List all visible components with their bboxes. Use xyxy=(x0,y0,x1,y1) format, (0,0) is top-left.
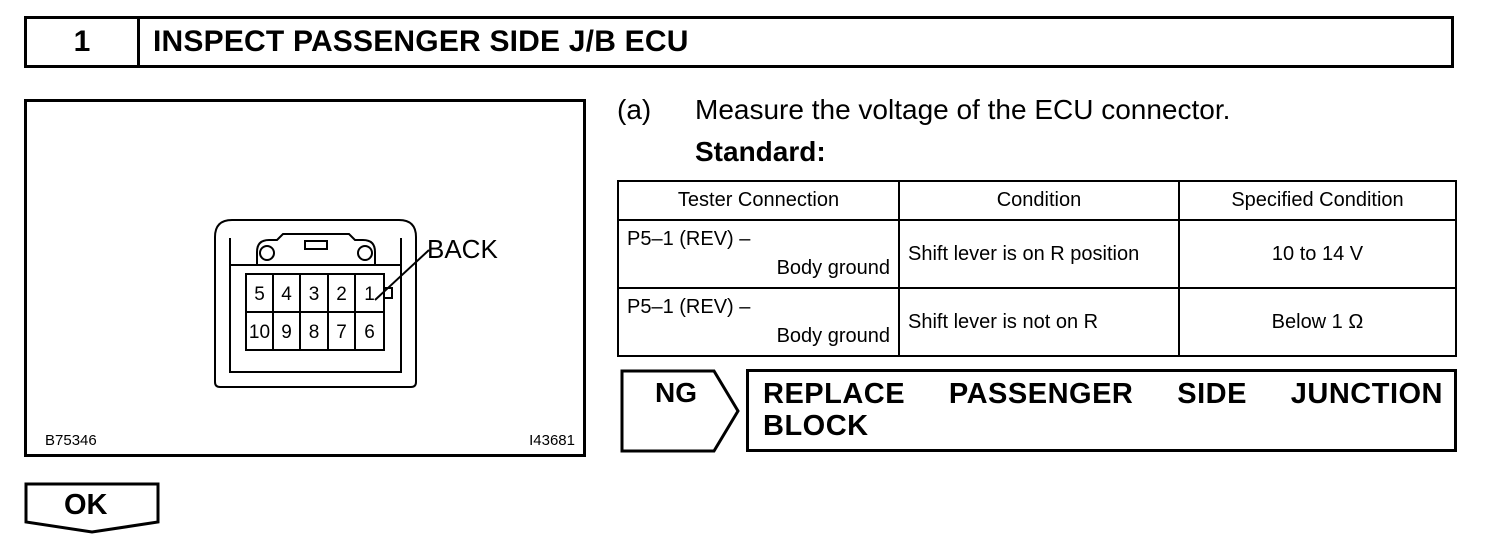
step-letter: (a) xyxy=(617,94,652,125)
specified-cell: 10 to 14 V xyxy=(1178,219,1457,289)
figure-code-left: B75346 xyxy=(45,432,97,449)
step-header: 1 INSPECT PASSENGER SIDE J/B ECU xyxy=(24,16,1454,68)
header-condition: Condition xyxy=(898,180,1180,221)
tester-line2: Body ground xyxy=(776,325,890,347)
table-row: P5–1 (REV) – Body ground Shift lever is … xyxy=(617,219,1457,289)
pin-label: 2 xyxy=(336,284,347,305)
tester-connection-cell: P5–1 (REV) – Body ground xyxy=(617,219,900,289)
instruction-text: Measure the voltage of the ECU connector… xyxy=(695,94,1231,125)
step-title: INSPECT PASSENGER SIDE J/B ECU xyxy=(153,25,689,58)
tester-line1: P5–1 (REV) – xyxy=(627,296,751,318)
table-row: P5–1 (REV) – Body ground Shift lever is … xyxy=(617,287,1457,357)
table-header-row: Tester Connection Condition Specified Co… xyxy=(617,180,1457,221)
tester-connection-cell: P5–1 (REV) – Body ground xyxy=(617,287,900,357)
connector-housing-outline xyxy=(214,219,417,388)
pin-label: 4 xyxy=(281,284,292,305)
connector-housing-inner xyxy=(229,238,402,373)
header-tester-connection: Tester Connection xyxy=(617,180,900,221)
step-number: 1 xyxy=(27,19,140,65)
figure-code-right: I43681 xyxy=(529,432,575,449)
pin-label: 1 xyxy=(364,284,375,305)
standard-label: Standard: xyxy=(695,136,826,167)
header-specified-condition: Specified Condition xyxy=(1178,180,1457,221)
ok-arrow-box xyxy=(24,482,160,534)
ok-label: OK xyxy=(64,489,108,521)
condition-cell: Shift lever is on R position xyxy=(898,219,1180,289)
spec-table: Tester Connection Condition Specified Co… xyxy=(617,180,1457,357)
tester-line1: P5–1 (REV) – xyxy=(627,228,751,250)
back-leader-line xyxy=(374,249,430,301)
condition-cell: Shift lever is not on R xyxy=(898,287,1180,357)
pin-label: 10 xyxy=(249,322,270,343)
pin-label: 5 xyxy=(254,284,265,305)
pin-label: 3 xyxy=(309,284,320,305)
connector-latch xyxy=(256,233,376,266)
ng-label: NG xyxy=(655,377,697,408)
pin-label: 8 xyxy=(309,322,320,343)
specified-cell: Below 1 Ω xyxy=(1178,287,1457,357)
back-label: BACK xyxy=(427,234,498,264)
pin-label: 9 xyxy=(281,322,292,343)
pin-label: 6 xyxy=(364,322,375,343)
tester-line2: Body ground xyxy=(776,257,890,279)
ng-result-line2: BLOCK xyxy=(763,410,869,442)
pin-label: 7 xyxy=(336,322,347,343)
ng-result-line1: REPLACE PASSENGER SIDE JUNCTION xyxy=(763,378,1443,410)
ng-result-box: REPLACE PASSENGER SIDE JUNCTION BLOCK xyxy=(746,369,1457,452)
ng-arrow-box xyxy=(620,369,740,453)
